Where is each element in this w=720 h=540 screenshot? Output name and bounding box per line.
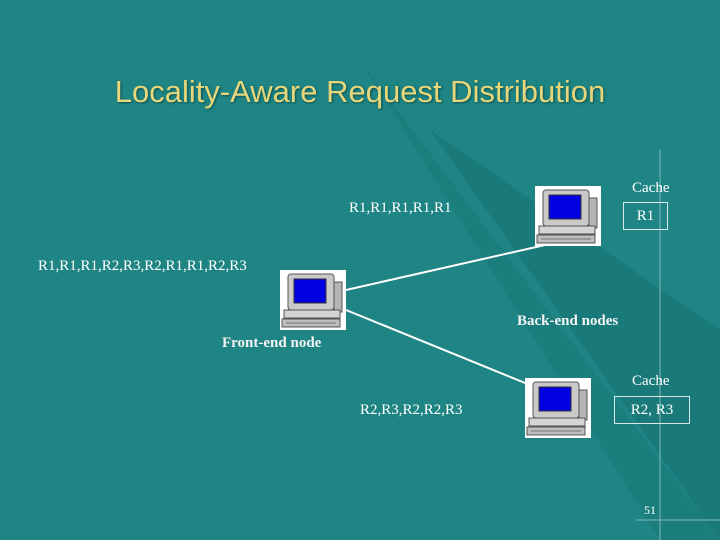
slide-page-number: 51 xyxy=(644,503,656,517)
bottom-cache-box: R2, R3 xyxy=(614,396,690,424)
bottom-cache-contents: R2, R3 xyxy=(630,402,674,418)
top-cache-label: Cache xyxy=(632,180,670,196)
link-front-to-top-backend xyxy=(345,244,546,291)
top-cache-contents: R1 xyxy=(636,208,655,224)
bottom-backend-requests: R2,R3,R2,R2,R3 xyxy=(360,402,463,418)
slide-title: Locality-Aware Request Distribution xyxy=(114,74,606,109)
incoming-requests: R1,R1,R1,R2,R3,R2,R1,R1,R2,R3 xyxy=(38,258,247,274)
front-end-computer-icon xyxy=(280,270,346,330)
back-end-label: Back-end nodes xyxy=(517,313,619,329)
front-end-label: Front-end node xyxy=(222,335,322,351)
top-backend-requests: R1,R1,R1,R1,R1 xyxy=(349,200,452,216)
top-backend-computer-icon xyxy=(535,186,601,246)
bottom-backend-computer-icon xyxy=(525,378,591,438)
link-front-to-bottom-backend xyxy=(345,309,531,386)
top-cache-box: R1 xyxy=(623,202,668,230)
bottom-cache-label: Cache xyxy=(632,373,670,389)
